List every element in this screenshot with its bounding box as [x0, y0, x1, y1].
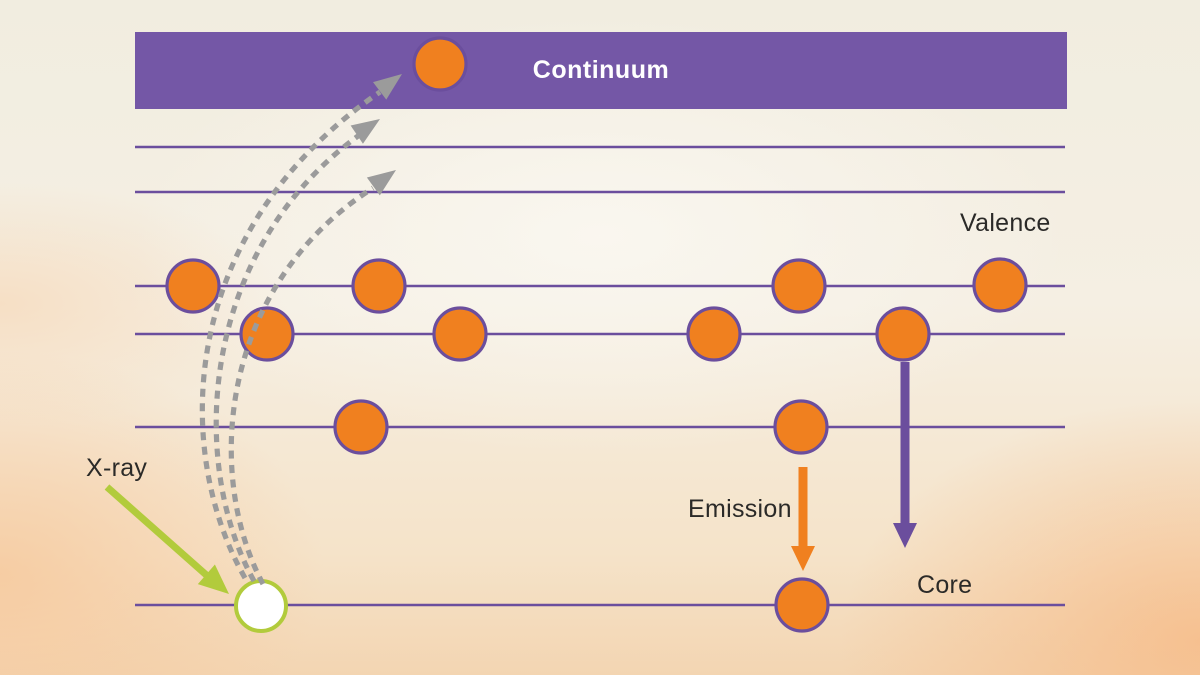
- electron-valence-2: [239, 306, 295, 362]
- xray-label: X-ray: [86, 454, 148, 482]
- electron-valence-2: [686, 306, 742, 362]
- continuum-label: Continuum: [532, 55, 670, 84]
- excitation-to-continuum-path: [199, 89, 382, 580]
- excitation-to-continuum-arrowhead: [373, 74, 402, 100]
- emission-label: Emission: [688, 495, 792, 523]
- electron-valence-2: [432, 306, 488, 362]
- xray-arrowhead: [197, 564, 229, 594]
- emission-arrow-purple-head: [893, 523, 917, 548]
- electron-continuum: [412, 36, 468, 92]
- excitation-to-empty-level-1-arrowhead: [350, 119, 380, 144]
- continuum-band: [135, 32, 1067, 109]
- core-label: Core: [917, 571, 973, 599]
- emission-arrow-orange-head: [791, 546, 815, 571]
- excitation-to-empty-level-2-path: [228, 185, 375, 586]
- xray-arrow-shaft: [104, 484, 215, 583]
- valence-label: Valence: [960, 209, 1051, 237]
- electron-valence-3: [773, 399, 829, 455]
- excitation-to-empty-level-2-arrowhead: [366, 170, 396, 196]
- electron-valence-1: [771, 258, 827, 314]
- excitation-to-empty-level-1-path: [213, 133, 360, 583]
- electron-valence-1: [972, 257, 1028, 313]
- electron-valence-1: [351, 258, 407, 314]
- electron-valence-3: [333, 399, 389, 455]
- electron-core: [774, 577, 830, 633]
- electron-valence-2: [875, 306, 931, 362]
- electron-valence-1: [165, 258, 221, 314]
- core-hole: [234, 579, 288, 633]
